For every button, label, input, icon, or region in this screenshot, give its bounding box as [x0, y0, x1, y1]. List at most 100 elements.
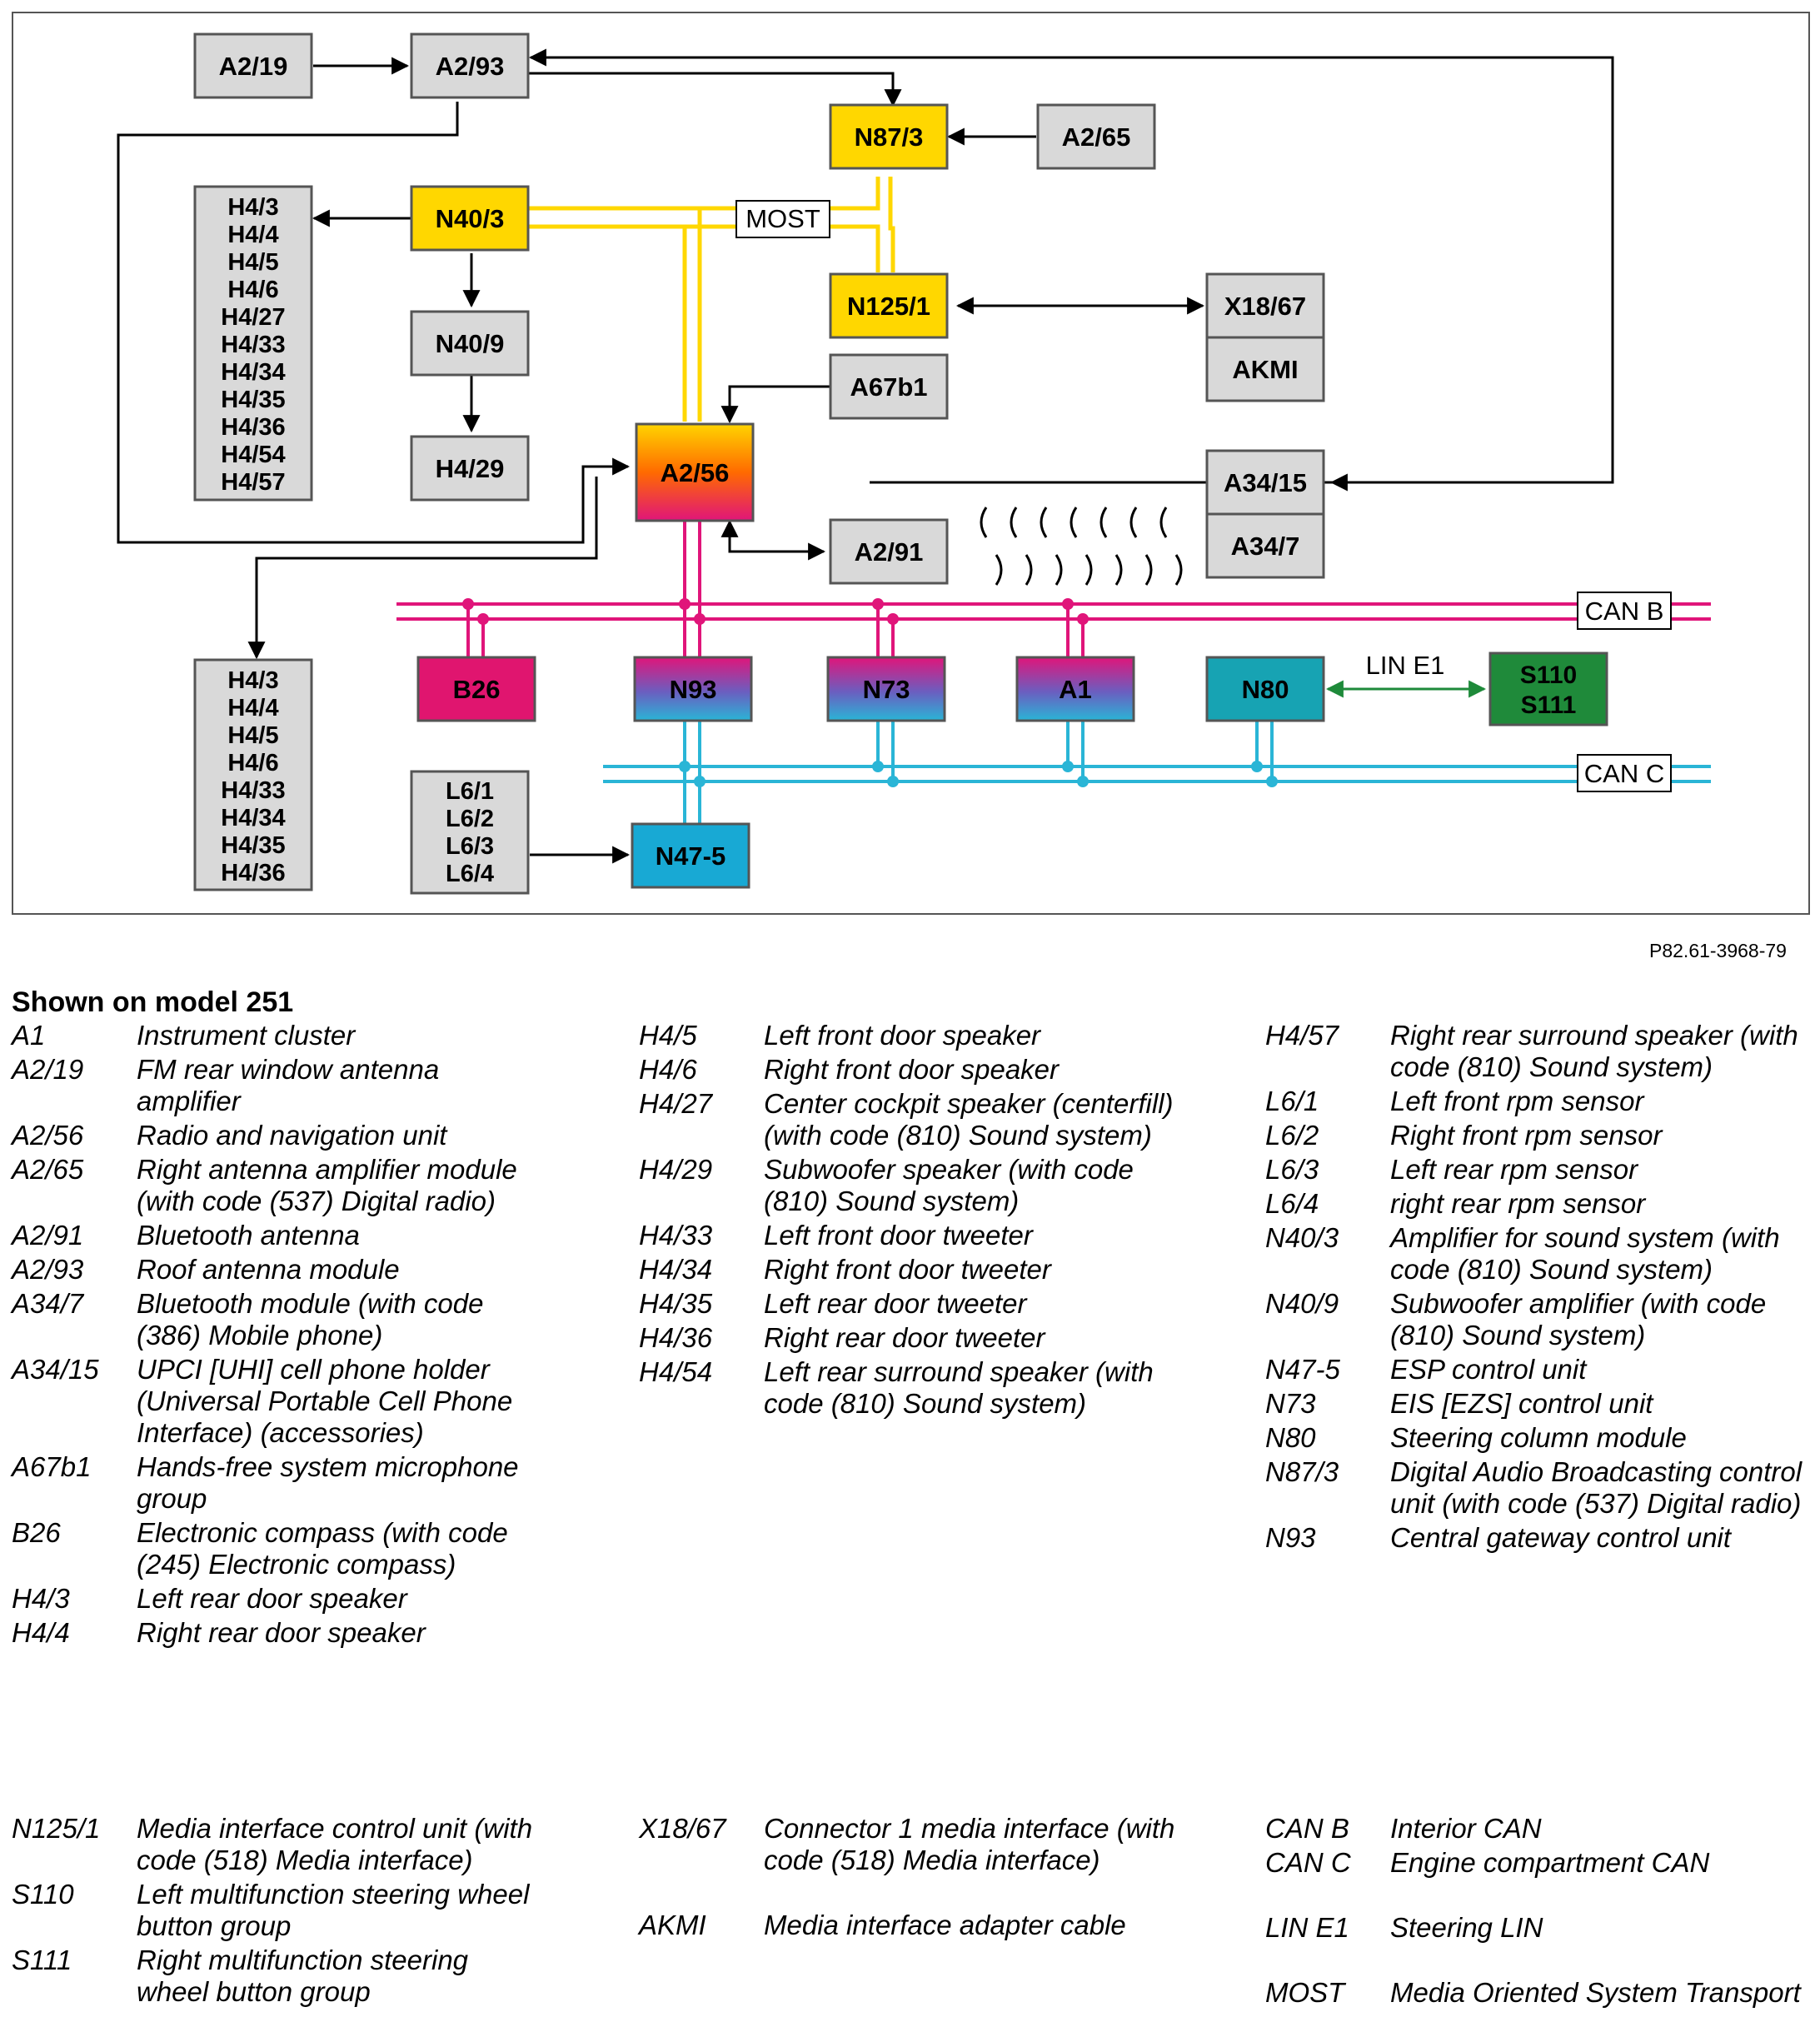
speaker-group-bottom: H4/3 H4/4 H4/5 H4/6 H4/33 H4/34 H4/35 H4… [193, 658, 313, 891]
speaker-group-top-item: H4/6 [227, 277, 278, 303]
box-akmi: AKMI [1205, 336, 1325, 402]
box-n40-3: N40/3 [410, 185, 530, 252]
legend-row: LIN E1 Steering LIN [1265, 1912, 1815, 1944]
box-a1: A1 [1015, 656, 1135, 722]
legend-code: LIN E1 [1265, 1912, 1349, 1943]
legend-row: A2/65 Right antenna amplifier module (wit… [12, 1154, 545, 1217]
legend-code: A2/65 [12, 1154, 84, 1185]
legend-code: N73 [1265, 1388, 1316, 1419]
rpm-sensor-item: L6/3 [446, 833, 494, 860]
speaker-group-top-item: H4/3 [227, 194, 278, 221]
speaker-group-top-item: H4/33 [221, 332, 285, 358]
speaker-group-bottom-item: H4/6 [227, 750, 278, 776]
can-c-bus [603, 720, 1711, 824]
legend-description: Right multifunction steering wheel butto… [137, 1945, 469, 2007]
legend-description: Engine compartment CAN [1390, 1847, 1710, 1878]
legend-description: Steering column module [1390, 1422, 1687, 1453]
box-a2-93: A2/93 [410, 32, 530, 99]
legend-code: N125/1 [12, 1813, 101, 1844]
legend-code: H4/27 [639, 1088, 713, 1119]
legend-description: Left rear door tweeter [764, 1288, 1027, 1319]
legend-code: S110 [12, 1879, 74, 1910]
legend-description: Right antenna amplifier module (with cod… [137, 1154, 517, 1216]
svg-text:A34/15: A34/15 [1224, 468, 1307, 497]
speaker-group-top: H4/3 H4/4 H4/5 H4/6 H4/27 H4/33 H4/34 H4… [193, 185, 313, 502]
legend-code: H4/34 [639, 1254, 713, 1285]
box-n125-1: N125/1 [829, 272, 949, 339]
legend-code: A67b1 [12, 1451, 92, 1482]
legend-code: H4/5 [639, 1020, 697, 1051]
legend-description: Right rear door tweeter [764, 1322, 1045, 1353]
legend-code: L6/2 [1265, 1120, 1319, 1151]
svg-text:A67b1: A67b1 [850, 372, 927, 402]
box-a2-19: A2/19 [193, 32, 313, 99]
legend-code: AKMI [639, 1910, 706, 1940]
svg-text:MOST: MOST [745, 204, 820, 233]
legend-description: Center cockpit speaker (centerfill) (wit… [764, 1088, 1174, 1151]
legend-description: Right front rpm sensor [1390, 1120, 1663, 1151]
legend-code: H4/57 [1265, 1020, 1339, 1051]
svg-text:A2/56: A2/56 [661, 458, 730, 487]
speaker-group-top-item: H4/35 [221, 387, 285, 413]
can-c-junctions [679, 761, 1278, 787]
legend-code: A2/56 [12, 1120, 84, 1151]
legend-code: MOST [1265, 1977, 1345, 2008]
svg-text:S111: S111 [1521, 691, 1577, 719]
legend-description: Amplifier for sound system (with code (8… [1390, 1222, 1780, 1285]
svg-text:N40/9: N40/9 [436, 329, 505, 358]
can-c-label: CAN C [1577, 754, 1672, 792]
svg-text:CAN B: CAN B [1585, 597, 1664, 626]
svg-text:A34/7: A34/7 [1231, 532, 1300, 561]
legend-row: H4/5 Left front door speaker [639, 1020, 1189, 1051]
speaker-group-top-item: H4/54 [221, 442, 285, 468]
legend-description: Instrument cluster [137, 1020, 356, 1051]
box-a34-15: A34/15 [1205, 449, 1325, 516]
svg-text:N80: N80 [1242, 675, 1289, 704]
legend-description: Left front rpm sensor [1390, 1086, 1644, 1116]
legend-description: FM rear window antenna amplifier [137, 1054, 440, 1116]
legend-description: Right rear surround speaker (with code (… [1390, 1020, 1798, 1082]
legend-description: Steering LIN [1390, 1912, 1543, 1943]
rpm-sensor-item: L6/2 [446, 806, 494, 832]
svg-text:N47-5: N47-5 [656, 841, 726, 871]
wiring-diagram: MOST CAN B [12, 12, 1810, 915]
box-a34-7: A34/7 [1205, 512, 1325, 579]
box-s110-s111: S110 S111 [1488, 652, 1608, 726]
legend-code: N87/3 [1265, 1456, 1339, 1487]
speaker-group-top-item: H4/4 [227, 222, 278, 248]
wireless-waves-icon [980, 507, 1183, 586]
rpm-sensor-item: L6/4 [446, 861, 494, 887]
svg-text:S110: S110 [1520, 662, 1577, 689]
legend-code: A2/19 [12, 1054, 84, 1085]
legend-code: L6/3 [1265, 1154, 1319, 1185]
legend-description: EIS [EZS] control unit [1390, 1388, 1653, 1419]
legend-description: Right rear door speaker [137, 1617, 426, 1648]
legend-code: A2/93 [12, 1254, 84, 1285]
legend-code: A1 [12, 1020, 46, 1051]
legend-code: H4/36 [639, 1322, 713, 1353]
legend-description: Left front door speaker [764, 1020, 1041, 1051]
speaker-group-bottom-item: H4/35 [221, 832, 285, 859]
lin-e1-line: LIN E1 [1325, 651, 1487, 698]
box-x18-67: X18/67 [1205, 272, 1325, 339]
box-n80: N80 [1205, 656, 1325, 722]
svg-text:A2/91: A2/91 [855, 537, 924, 567]
svg-text:N125/1: N125/1 [847, 292, 930, 321]
